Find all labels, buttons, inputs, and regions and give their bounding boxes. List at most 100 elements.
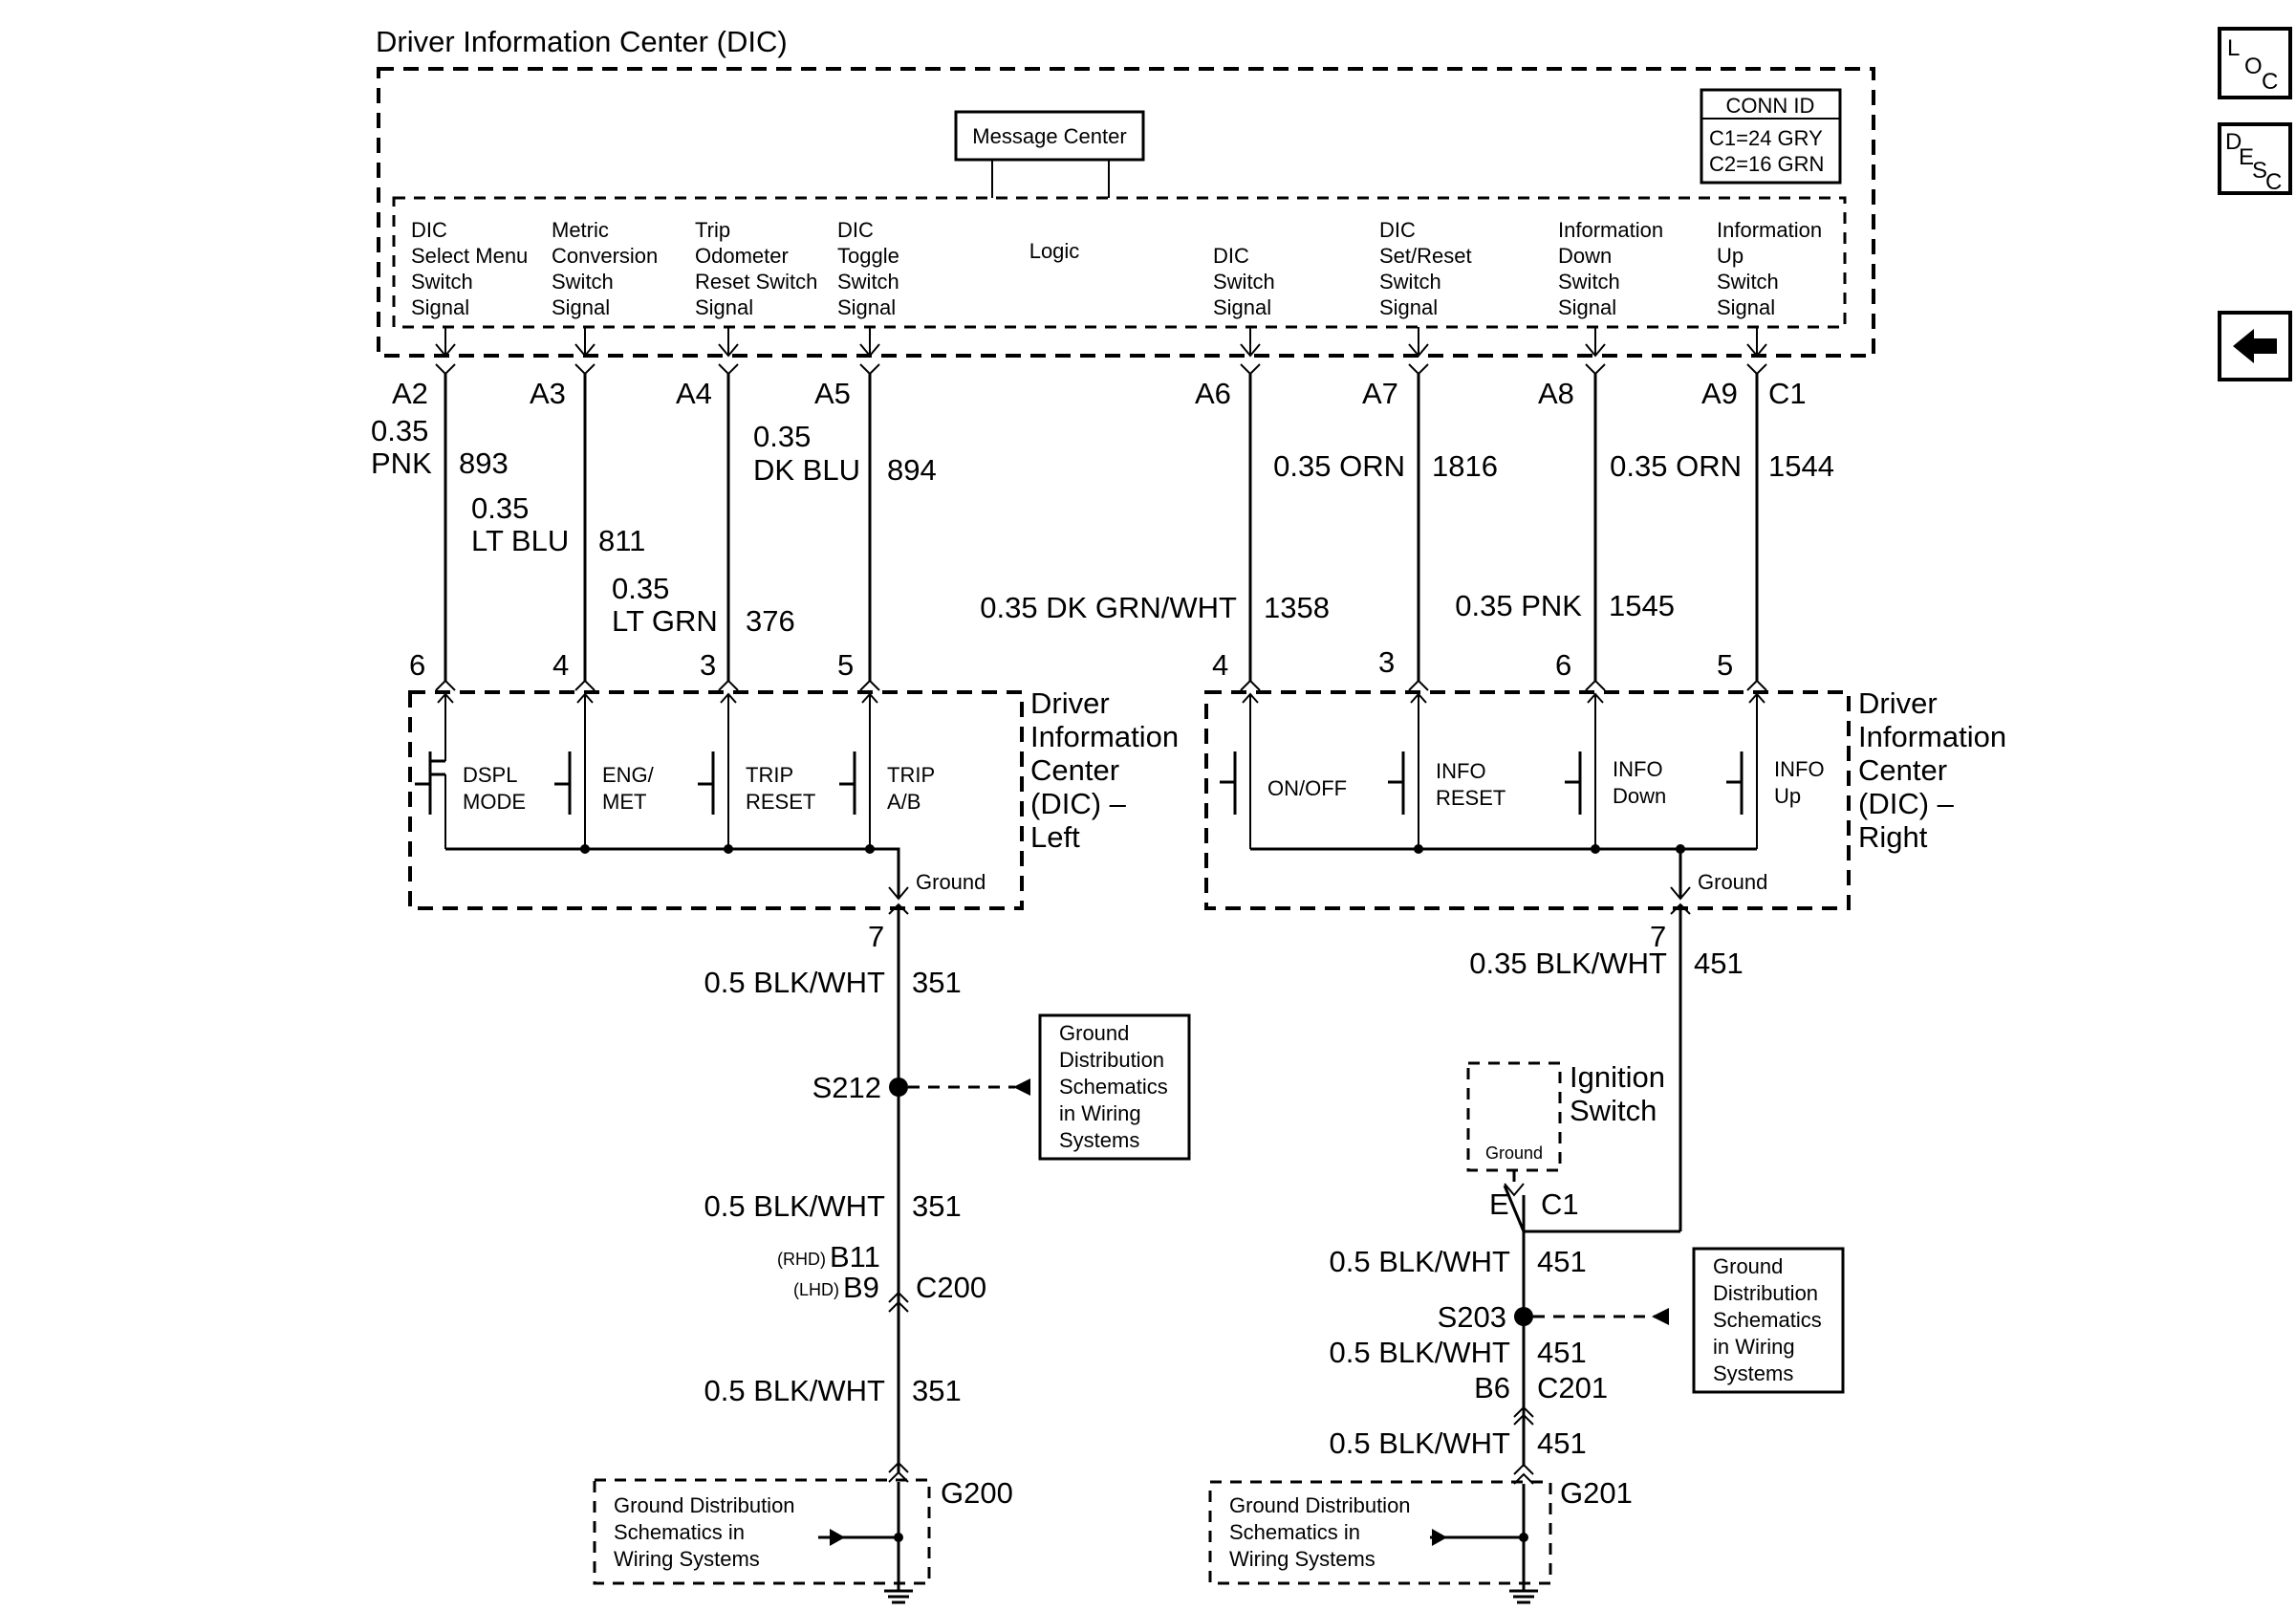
wire-label-1816: 0.35 ORN 1816 <box>1273 449 1498 483</box>
switch-trip-reset: TRIP RESET <box>698 692 815 849</box>
conn-id-c2: C2=16 GRN <box>1709 152 1824 176</box>
svg-text:Down: Down <box>1558 244 1612 268</box>
svg-text:Information: Information <box>1030 720 1179 753</box>
svg-text:0.5 BLK/WHT: 0.5 BLK/WHT <box>1330 1426 1511 1460</box>
svg-text:INFO: INFO <box>1774 757 1825 781</box>
svg-text:811: 811 <box>598 524 645 557</box>
svg-text:TRIP: TRIP <box>887 763 935 787</box>
svg-text:Schematics in: Schematics in <box>1229 1520 1360 1544</box>
logic-box <box>392 196 1847 329</box>
svg-text:Driver: Driver <box>1030 686 1110 720</box>
svg-text:Switch: Switch <box>1570 1094 1657 1127</box>
svg-text:Switch: Switch <box>1213 270 1275 294</box>
svg-text:D: D <box>2225 129 2242 155</box>
signal-label: Information Down Switch Signal <box>1558 218 1663 319</box>
conn-id-box: CONN ID C1=24 GRY C2=16 GRN <box>1700 88 1842 185</box>
pin-label: C1 <box>1768 377 1807 410</box>
svg-text:RESET: RESET <box>746 790 815 814</box>
svg-text:Select Menu: Select Menu <box>411 244 528 268</box>
svg-text:B6: B6 <box>1474 1371 1510 1404</box>
right-pin-label: 5 <box>1717 648 1733 682</box>
signal-label: Information Up Switch Signal <box>1717 218 1822 319</box>
wire-label-451-d: 0.5 BLK/WHT 451 <box>1330 1426 1587 1460</box>
svg-text:1545: 1545 <box>1609 589 1675 622</box>
svg-text:Signal: Signal <box>1379 295 1438 319</box>
svg-text:L: L <box>2227 35 2240 61</box>
pin-label: A9 <box>1701 377 1738 410</box>
signal-label: DIC Set/Reset Switch Signal <box>1379 218 1472 319</box>
wire-label-1544: 0.35 ORN 1544 <box>1610 449 1834 483</box>
svg-text:351: 351 <box>912 1189 962 1223</box>
wire-label-451-a: 0.35 BLK/WHT 451 <box>1469 947 1743 980</box>
right-pin-label: 4 <box>1212 648 1228 682</box>
svg-text:Information: Information <box>1717 218 1822 242</box>
svg-text:351: 351 <box>912 966 962 999</box>
wire-label-451-b: 0.5 BLK/WHT 451 <box>1330 1245 1587 1278</box>
svg-text:Signal: Signal <box>1717 295 1775 319</box>
wire-label-893: 0.35 PNK 893 <box>371 414 509 480</box>
ground-g200-label: G200 <box>941 1476 1013 1510</box>
svg-text:A/B: A/B <box>887 790 921 814</box>
switch-eng-met: ENG/ MET <box>554 692 655 849</box>
message-center-box <box>954 110 1145 162</box>
svg-text:Ground: Ground <box>1485 1143 1543 1163</box>
svg-text:Wiring Systems: Wiring Systems <box>614 1547 760 1571</box>
s212-ref-arrow <box>1013 1078 1030 1096</box>
svg-text:Schematics in: Schematics in <box>614 1520 745 1544</box>
ground-distribution-ref-left: Ground Distribution Schematics in Wiring… <box>1038 1013 1191 1161</box>
signal-wires <box>444 374 1759 681</box>
svg-text:Information: Information <box>1558 218 1663 242</box>
svg-text:Signal: Signal <box>411 295 469 319</box>
svg-text:0.35 ORN: 0.35 ORN <box>1273 449 1405 483</box>
right-pin-label: 6 <box>1555 648 1571 682</box>
svg-text:B11: B11 <box>830 1240 880 1274</box>
signal-label: Trip Odometer Reset Switch Signal <box>695 218 817 319</box>
ground-g201-label: G201 <box>1560 1476 1633 1510</box>
svg-text:1358: 1358 <box>1264 591 1330 624</box>
svg-text:0.35: 0.35 <box>612 572 669 605</box>
svg-text:Switch: Switch <box>552 270 614 294</box>
ignition-pin-c1: C1 <box>1541 1187 1579 1221</box>
svg-text:Metric: Metric <box>552 218 609 242</box>
back-arrow-icon <box>2233 329 2277 363</box>
desc-button[interactable]: D E S C <box>2218 122 2292 195</box>
svg-text:Signal: Signal <box>837 295 896 319</box>
svg-text:ON/OFF: ON/OFF <box>1267 776 1347 800</box>
svg-text:B9: B9 <box>843 1271 879 1304</box>
svg-text:451: 451 <box>1537 1336 1587 1369</box>
svg-text:MET: MET <box>602 790 646 814</box>
loc-button[interactable]: L O C <box>2218 27 2292 99</box>
logic-label: Logic <box>1029 239 1080 263</box>
pin-label: A6 <box>1195 377 1231 410</box>
conn-id-c1: C1=24 GRY <box>1709 126 1823 150</box>
svg-text:0.35 ORN: 0.35 ORN <box>1610 449 1742 483</box>
svg-text:E: E <box>2239 144 2254 170</box>
svg-text:451: 451 <box>1694 947 1744 980</box>
svg-text:DIC: DIC <box>837 218 874 242</box>
svg-text:Signal: Signal <box>1558 295 1616 319</box>
left-ground-label: Ground <box>916 870 986 894</box>
dic-right-switch-title: Driver Information Center (DIC) – Right <box>1858 686 2006 854</box>
switch-dspl-mode: DSPL MODE <box>415 692 526 849</box>
svg-text:Wiring Systems: Wiring Systems <box>1229 1547 1375 1571</box>
switch-info-reset: INFO RESET <box>1388 692 1505 849</box>
back-button[interactable] <box>2218 311 2292 381</box>
svg-text:Odometer: Odometer <box>695 244 789 268</box>
svg-text:Right: Right <box>1858 820 1928 854</box>
dic-left-switch-outline <box>408 690 1024 910</box>
switch-info-down: INFO Down <box>1565 692 1666 849</box>
svg-text:Schematics: Schematics <box>1059 1075 1168 1099</box>
splice-s212-label: S212 <box>812 1071 881 1104</box>
svg-text:(LHD): (LHD) <box>793 1280 839 1299</box>
svg-text:Up: Up <box>1774 784 1801 808</box>
wire-label-451-c: 0.5 BLK/WHT 451 <box>1330 1336 1587 1369</box>
svg-text:Conversion: Conversion <box>552 244 658 268</box>
ground-distribution-ref-right: Ground Distribution Schematics in Wiring… <box>1692 1247 1845 1394</box>
left-switch-chevrons <box>435 679 880 691</box>
svg-text:1544: 1544 <box>1768 449 1834 483</box>
wire-label-1545: 0.35 PNK 1545 <box>1455 589 1675 622</box>
svg-text:LT BLU: LT BLU <box>471 524 569 557</box>
svg-text:Signal: Signal <box>1213 295 1271 319</box>
ignition-pin-e: E <box>1489 1187 1509 1221</box>
svg-text:C201: C201 <box>1537 1371 1608 1404</box>
